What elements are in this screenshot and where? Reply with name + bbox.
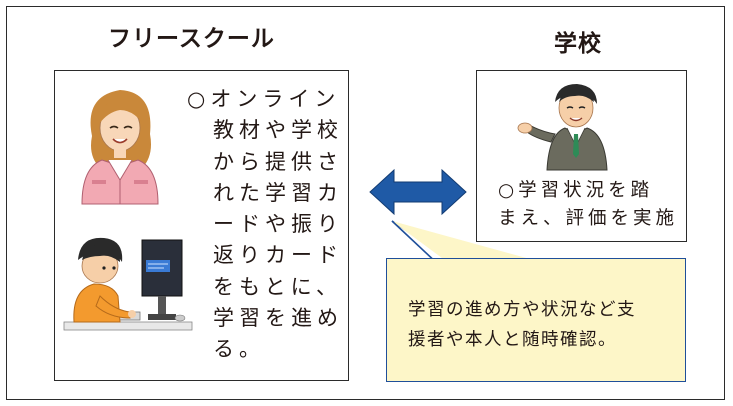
free-school-description: ○オンライン 教材や学校 から提供さ れた学習カ ードや振り 返りカード をもと… [187,87,343,362]
teacher-illustration [517,84,608,171]
school-description: ○学習状況を踏 まえ、評価を実施 [498,180,679,229]
boy-at-computer-illustration [63,237,193,331]
callout-tail-joint [391,220,433,260]
school-title: 学校 [554,31,602,57]
double-arrow-icon [369,168,467,216]
callout-text: 学習の進め方や状況など支 援者や本人と随時確認。 [408,300,636,350]
woman-staff-illustration [81,90,159,205]
free-school-title: フリースクール [108,26,275,52]
callout-box [386,258,686,382]
